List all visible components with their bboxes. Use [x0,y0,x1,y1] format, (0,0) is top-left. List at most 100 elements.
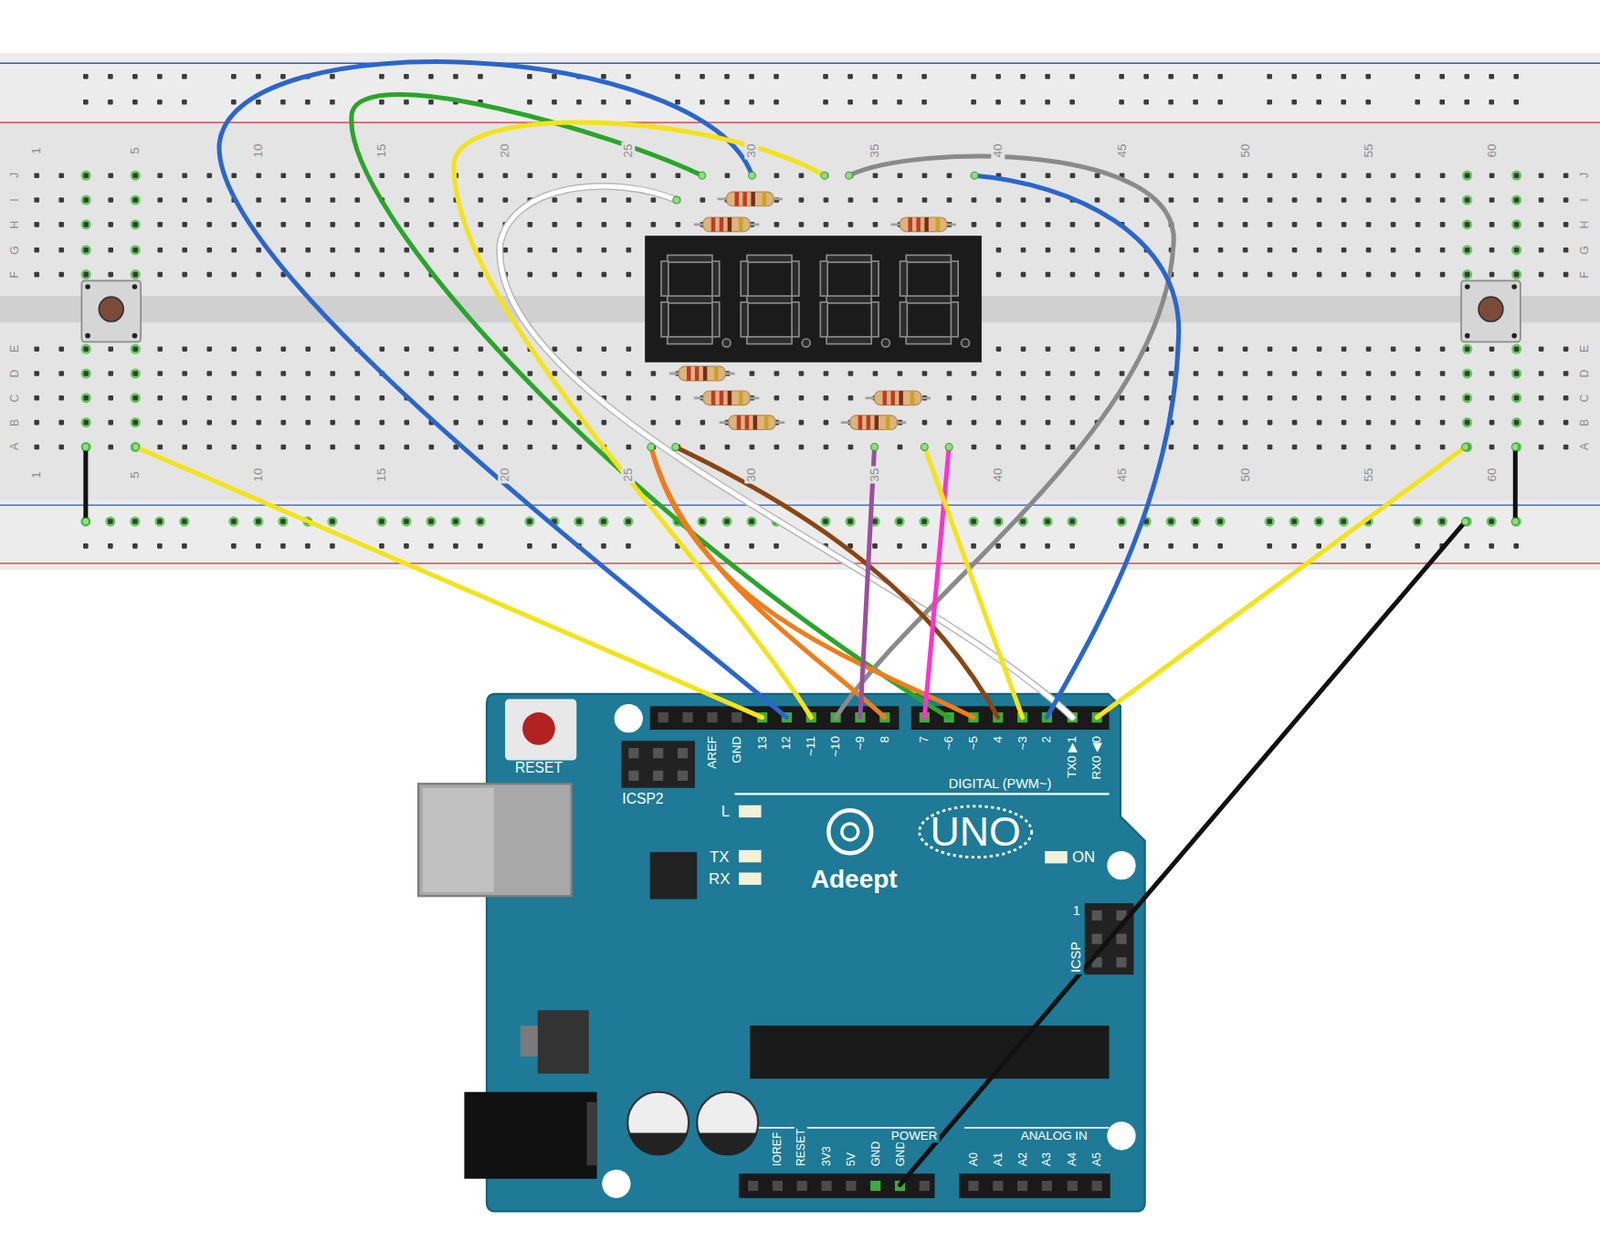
breadboard-hole [355,420,361,426]
hole-highlight [820,515,831,527]
breadboard-hole [1440,247,1446,253]
icsp2-header [621,740,695,788]
breadboard-hole [1044,543,1051,549]
breadboard-hole [503,247,509,253]
jumper-wire [499,186,1073,718]
display-segment [661,302,669,337]
breadboard-hole [1044,518,1051,525]
breadboard-hole [429,395,435,401]
breadboard-hole [280,221,286,228]
breadboard-hole [1341,247,1348,253]
breadboard-hole [527,221,534,228]
breadboard-hole [83,420,89,426]
resistor-band [719,390,724,406]
breadboard-hole [1365,73,1371,80]
breadboard-hole [773,73,779,80]
breadboard-hole [995,543,1001,549]
breadboard-hole [280,420,286,426]
hole-highlight [1314,515,1325,527]
breadboard-hole [1021,272,1027,278]
row-letter: D [1578,368,1591,380]
breadboard-hole [206,247,212,253]
breadboard-hole [576,99,582,106]
breadboard-hole [58,247,64,253]
breadboard-hole [305,420,312,426]
resistor-band [883,390,887,406]
breadboard-hole [1069,73,1075,80]
breadboard-hole [1340,73,1347,80]
breadboard-hole [1316,346,1323,352]
digital-header [911,705,1110,730]
breadboard-hole [330,444,337,451]
breadboard-hole [1094,444,1101,451]
breadboard-hole [1292,444,1298,451]
breadboard-hole [1070,420,1076,426]
breadboard-hole [1118,99,1125,106]
breadboard-hole [1340,99,1347,106]
breadboard-hole [1440,444,1446,451]
breadboard-hole [1021,444,1027,451]
breadboard-hole [1144,395,1150,401]
breadboard-label: 40 [991,142,1006,160]
breadboard-hole [231,99,237,106]
breadboard-hole [552,172,558,179]
display-segment [905,254,951,263]
breadboard-hole [1045,247,1052,253]
breadboard-hole [896,73,903,80]
led-label: L [721,804,730,821]
breadboard-hole [305,543,311,549]
breadboard-hole [107,420,114,426]
breadboard-hole [823,395,830,401]
breadboard-hole [132,395,138,401]
breadboard-hole [429,247,435,253]
led-label: TX [709,849,729,865]
breadboard-hole [1440,395,1446,401]
breadboard-hole [305,197,312,203]
hole-highlight [130,417,141,428]
button-cap [98,296,124,322]
breadboard-hole [1415,247,1422,253]
breadboard-hole [329,543,336,549]
breadboard-hole [1070,247,1076,253]
hole-highlight [228,515,239,527]
breadboard-hole [995,99,1001,106]
hole-highlight [105,515,116,527]
breadboard-hole [478,370,485,377]
header-pin [706,712,717,723]
resistor-band [874,415,879,431]
breadboard-label: 60 [1484,142,1499,160]
breadboard-hole [725,444,731,451]
breadboard-hole [1044,73,1051,80]
breadboard-hole [379,272,386,278]
display-segment [661,261,669,296]
breadboard-hole [107,172,114,179]
breadboard-hole [1366,370,1372,377]
decimal-point [801,338,811,348]
breadboard-hole [1192,543,1199,549]
breadboard-hole [626,197,632,203]
breadboard-hole [1464,221,1471,228]
breadboard-hole [897,444,904,451]
breadboard-hole [601,172,608,179]
breadboard-hole [1192,518,1199,525]
breadboard-hole [157,99,163,106]
breadboard-hole [1266,99,1273,106]
breadboard-hole [1094,272,1101,278]
breadboard-hole [1415,346,1422,352]
breadboard-label: 50 [1238,465,1253,484]
breadboard-hole [429,346,435,352]
breadboard-hole [724,518,730,525]
display-segment [820,302,828,337]
breadboard-hole [552,395,558,401]
breadboard-hole [675,395,682,401]
breadboard-hole [1538,370,1545,377]
breadboard-hole [1341,197,1348,203]
breadboard-hole [181,518,188,525]
breadboard-label: 10 [252,142,266,160]
breadboard-hole [1464,272,1471,278]
resistor-band [898,390,903,406]
breadboard-hole [1390,272,1397,278]
breadboard-hole [280,518,286,525]
breadboard-hole [1464,247,1471,253]
hole-highlight [130,194,141,205]
